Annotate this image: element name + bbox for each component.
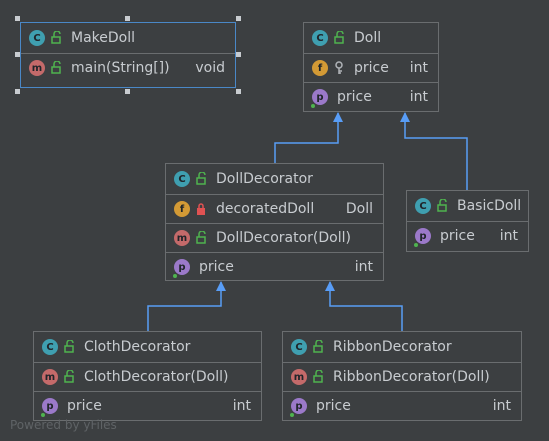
makedoll-class-node[interactable]: C MakeDoll m main(String[]) void <box>20 22 236 88</box>
clothdecorator-class-node[interactable]: C ClothDecorator m ClothDecorator(Doll) … <box>33 331 262 421</box>
edge-clothdecorator-to-dolldecorator <box>147 281 226 331</box>
method-icon: m <box>291 369 307 385</box>
field-icon: f <box>312 60 328 76</box>
property-name: price <box>199 259 234 275</box>
public-visibility-icon <box>313 370 323 383</box>
method-icon: m <box>29 60 45 76</box>
class-icon: C <box>42 339 58 355</box>
ribbondecorator-property-row: p price int <box>283 392 521 420</box>
ribbondecorator-class-node[interactable]: C RibbonDecorator m RibbonDecorator(Doll… <box>282 331 522 421</box>
selection-handle[interactable] <box>125 16 130 21</box>
public-visibility-icon <box>313 340 323 353</box>
edge-dolldecorator-to-doll <box>274 112 343 163</box>
selection-handle[interactable] <box>15 16 20 21</box>
doll-header: C Doll <box>304 23 438 53</box>
public-visibility-icon <box>51 31 61 44</box>
makedoll-method-row: m main(String[]) void <box>21 54 235 82</box>
method-name: RibbonDecorator(Doll) <box>333 369 490 385</box>
property-icon: p <box>174 259 190 275</box>
public-visibility-icon <box>196 172 206 185</box>
public-visibility-icon <box>64 340 74 353</box>
doll-property-row: p price int <box>304 83 438 111</box>
clothdecorator-property-row: p price int <box>34 392 261 420</box>
edge-basicdoll-to-doll <box>400 112 468 190</box>
class-icon: C <box>415 198 431 214</box>
method-icon: m <box>42 369 58 385</box>
public-visibility-icon <box>51 61 61 74</box>
doll-title: Doll <box>354 30 382 46</box>
basicdoll-header: C BasicDoll <box>407 191 528 221</box>
property-icon: p <box>415 228 431 244</box>
public-visibility-icon <box>334 31 344 44</box>
property-name: price <box>440 228 475 244</box>
field-icon: f <box>174 201 190 217</box>
selection-handle[interactable] <box>15 89 20 94</box>
selection-handle[interactable] <box>236 52 241 57</box>
property-type: int <box>354 259 373 275</box>
clothdecorator-title: ClothDecorator <box>84 339 191 355</box>
dolldecorator-field-row: f decoratedDoll Doll <box>166 195 383 223</box>
property-type: int <box>492 398 511 414</box>
selection-handle[interactable] <box>236 16 241 21</box>
class-icon: C <box>312 30 328 46</box>
public-dot-icon <box>173 274 177 278</box>
property-name: price <box>316 398 351 414</box>
ribbondecorator-method-row: m RibbonDecorator(Doll) <box>283 363 521 391</box>
dolldecorator-property-row: p price int <box>166 253 383 281</box>
method-icon: m <box>174 230 190 246</box>
public-dot-icon <box>290 413 294 417</box>
property-type: int <box>232 398 251 414</box>
class-icon: C <box>29 30 45 46</box>
property-icon: p <box>42 398 58 414</box>
public-dot-icon <box>41 413 45 417</box>
public-visibility-icon <box>64 370 74 383</box>
property-type: int <box>409 89 428 105</box>
clothdecorator-header: C ClothDecorator <box>34 332 261 362</box>
dolldecorator-class-node[interactable]: C DollDecorator f decoratedDoll Doll m D… <box>165 163 384 281</box>
clothdecorator-method-row: m ClothDecorator(Doll) <box>34 363 261 391</box>
dolldecorator-title: DollDecorator <box>216 171 313 187</box>
property-icon: p <box>291 398 307 414</box>
public-dot-icon <box>311 104 315 108</box>
field-name: price <box>354 60 389 76</box>
basicdoll-property-row: p price int <box>407 222 528 250</box>
method-name: DollDecorator(Doll) <box>216 230 351 246</box>
dolldecorator-method-row: m DollDecorator(Doll) <box>166 224 383 252</box>
doll-class-node[interactable]: C Doll f price int p price int <box>303 22 439 112</box>
basicdoll-title: BasicDoll <box>457 198 522 214</box>
doll-field-row: f price int <box>304 54 438 82</box>
basicdoll-class-node[interactable]: C BasicDoll p price int <box>406 190 529 252</box>
powered-by-watermark: Powered by yFiles <box>10 418 117 432</box>
ribbondecorator-title: RibbonDecorator <box>333 339 452 355</box>
property-name: price <box>337 89 372 105</box>
method-name: ClothDecorator(Doll) <box>84 369 229 385</box>
selection-handle[interactable] <box>15 52 20 57</box>
class-icon: C <box>291 339 307 355</box>
class-icon: C <box>174 171 190 187</box>
public-visibility-icon <box>196 231 206 244</box>
field-type: int <box>409 60 428 76</box>
property-type: int <box>499 228 518 244</box>
dolldecorator-header: C DollDecorator <box>166 164 383 194</box>
property-icon: p <box>312 89 328 105</box>
makedoll-header: C MakeDoll <box>21 23 235 53</box>
public-dot-icon <box>414 243 418 247</box>
private-lock-icon <box>197 203 205 215</box>
property-name: price <box>67 398 102 414</box>
public-visibility-icon <box>437 199 447 212</box>
ribbondecorator-header: C RibbonDecorator <box>283 332 521 362</box>
field-name: decoratedDoll <box>216 201 315 217</box>
makedoll-title: MakeDoll <box>71 30 136 46</box>
method-return-type: void <box>195 60 225 76</box>
edge-ribbondecorator-to-dolldecorator <box>325 281 403 331</box>
method-name: main(String[]) <box>71 60 170 76</box>
key-icon <box>335 61 343 74</box>
field-type: Doll <box>345 201 373 217</box>
selection-handle[interactable] <box>236 89 241 94</box>
selection-handle[interactable] <box>125 89 130 94</box>
